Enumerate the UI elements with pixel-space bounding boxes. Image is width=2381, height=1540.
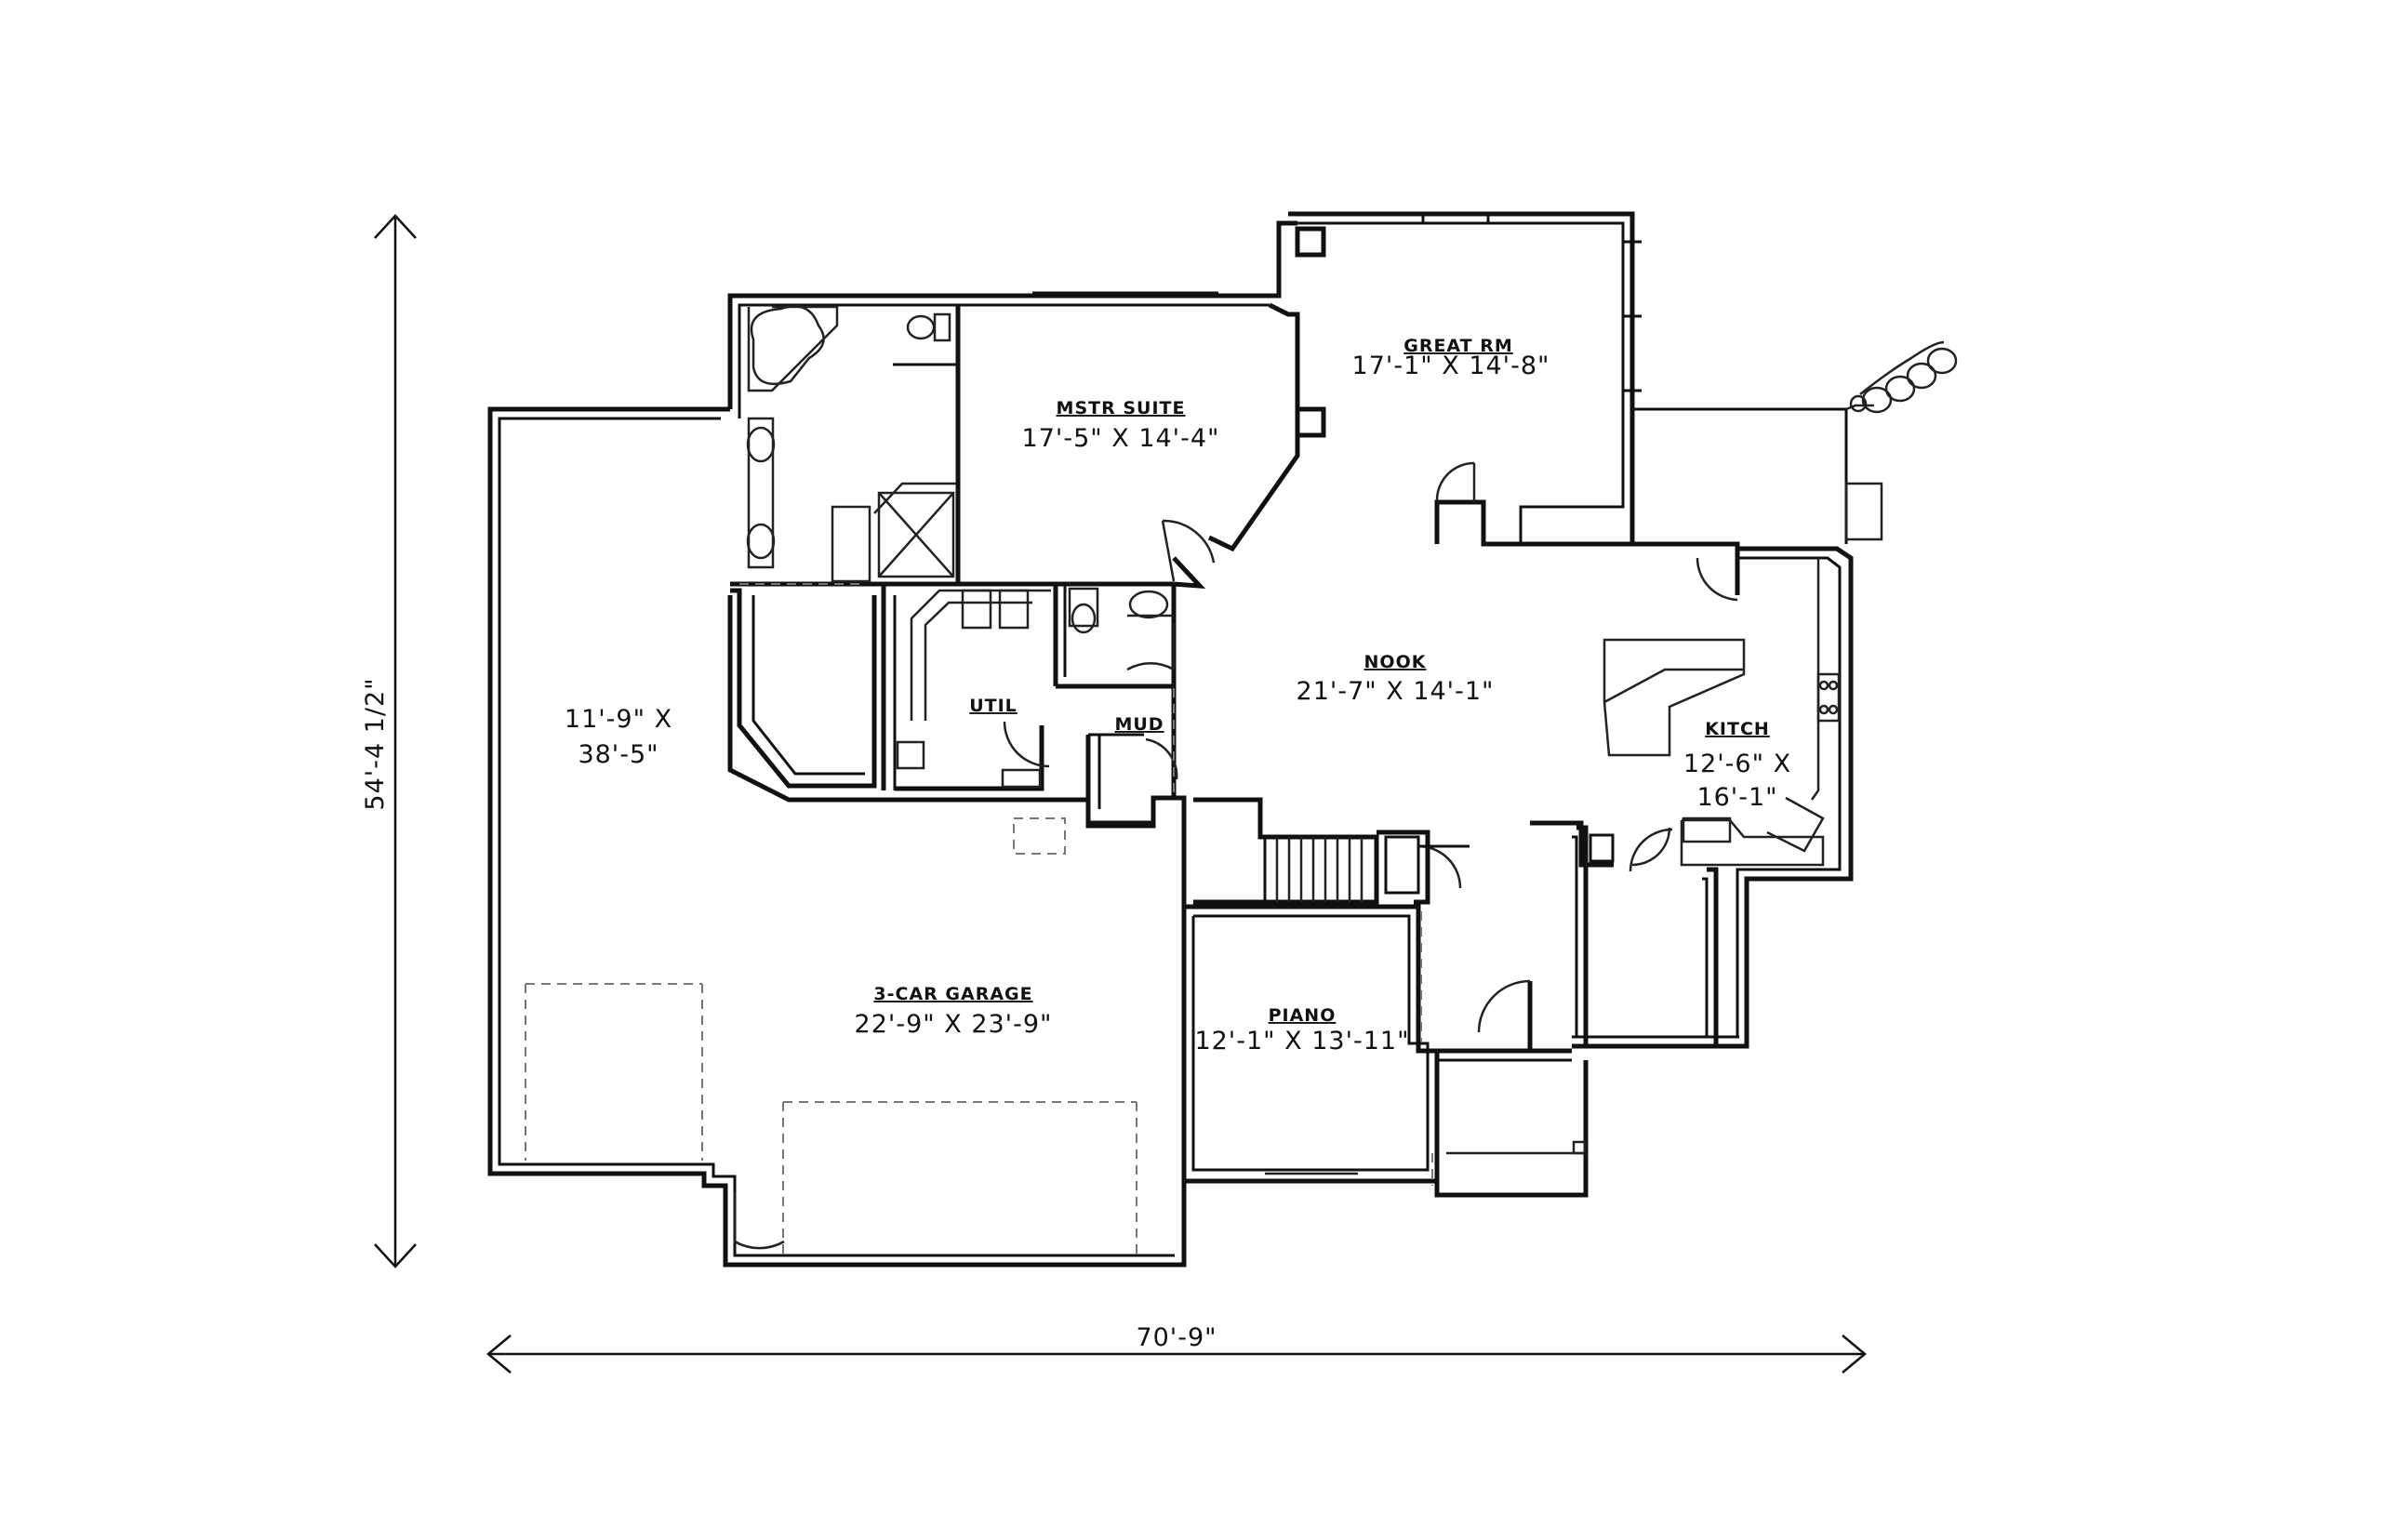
room-label-side-garage: 11'-9" X 38'-5": [565, 705, 672, 769]
room-label-mud: MUD: [1114, 714, 1164, 735]
patio: [1629, 340, 1958, 549]
mstr-suite-name: MSTR SUITE: [1057, 398, 1186, 418]
width-dimension-line: [486, 1334, 1867, 1374]
master-bath: [727, 293, 1174, 789]
room-label-mstr-suite: MSTR SUITE 17'-5" X 14'-4": [1022, 398, 1220, 453]
entry-porch: [1431, 979, 1589, 1198]
piano-name: PIANO: [1269, 1005, 1337, 1026]
great-room-walls: [1288, 211, 1642, 547]
room-label-kitch: KITCH 12'-6" X 16'-1": [1683, 719, 1791, 812]
nook-interior-walls: [1530, 820, 1749, 1049]
master-suite-walls: [955, 220, 1300, 589]
great-rm-name: GREAT RM: [1403, 336, 1513, 356]
room-label-great-rm: GREAT RM 17'-1" X 14'-8": [1352, 336, 1550, 380]
room-label-garage: 3-CAR GARAGE 22'-9" X 23'-9": [855, 984, 1053, 1039]
garage-dims: 22'-9" X 23'-9": [855, 1010, 1053, 1039]
room-label-piano: PIANO 12'-1" X 13'-11": [1194, 1005, 1409, 1055]
room-label-util: UTIL: [969, 696, 1018, 716]
side-garage-dims-line2: 38'-5": [578, 740, 658, 769]
mud-name: MUD: [1114, 714, 1164, 735]
mud-room-walls: [1085, 688, 1178, 826]
stairs: [1193, 797, 1470, 905]
kitch-dims-line2: 16'-1": [1696, 783, 1777, 812]
width-dimension-label: 70'-9": [1136, 1323, 1217, 1352]
side-garage-dims-line1: 11'-9" X: [565, 705, 672, 734]
nook-name: NOOK: [1364, 652, 1427, 672]
room-label-nook: NOOK 21'-7" X 14'-1": [1297, 652, 1495, 706]
piano-dims: 12'-1" X 13'-11": [1194, 1027, 1409, 1055]
powder-room: [1068, 587, 1176, 671]
depth-dimension-label: 54'-4 1/2": [361, 677, 390, 810]
kitch-name: KITCH: [1705, 719, 1770, 739]
garage-name: 3-CAR GARAGE: [873, 984, 1032, 1004]
utility-walls: [881, 584, 1174, 791]
util-name: UTIL: [969, 696, 1018, 716]
mstr-suite-dims: 17'-5" X 14'-4": [1022, 424, 1220, 453]
kitch-dims-line1: 12'-6" X: [1683, 750, 1791, 778]
side-garage-walls: [487, 406, 1187, 1268]
nook-dims: 21'-7" X 14'-1": [1297, 677, 1495, 706]
great-rm-dims: 17'-1" X 14'-8": [1352, 352, 1550, 380]
depth-dimension-line: [374, 214, 417, 1268]
